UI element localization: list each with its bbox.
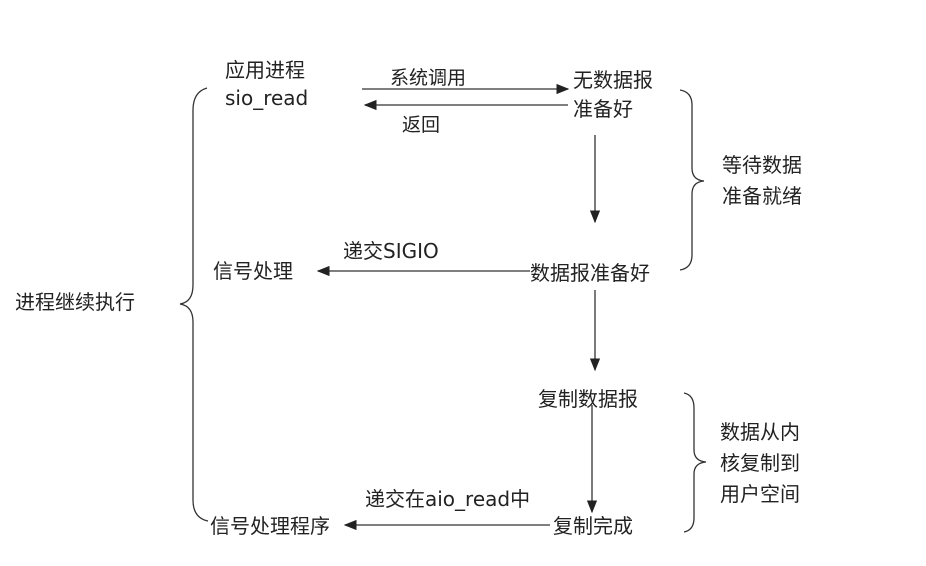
return-label: 返回 bbox=[402, 114, 441, 136]
signal-handler-program-label: 信号处理程序 bbox=[210, 514, 330, 538]
syscall-label: 系统调用 bbox=[390, 67, 467, 89]
ready-label: 准备好 bbox=[573, 97, 633, 121]
app-process-label: 应用进程 bbox=[225, 58, 305, 82]
deliver-aio-label: 递交在aio_read中 bbox=[365, 487, 531, 511]
continue-brace bbox=[179, 87, 209, 522]
copy-done-label: 复制完成 bbox=[553, 514, 633, 538]
copy-label-line1: 数据从内 bbox=[720, 420, 800, 444]
signal-handle-label: 信号处理 bbox=[213, 259, 293, 283]
deliver-sigio-label: 递交SIGIO bbox=[343, 239, 439, 263]
wait-label-line2: 准备就绪 bbox=[722, 184, 802, 208]
continue-exec-label: 进程继续执行 bbox=[15, 290, 135, 314]
sio-read-label: sio_read bbox=[225, 86, 309, 110]
copy-datagram-label: 复制数据报 bbox=[538, 387, 638, 411]
copy-label-line3: 用户空间 bbox=[720, 482, 800, 506]
no-datagram-label: 无数据报 bbox=[573, 68, 653, 92]
wait-brace bbox=[679, 89, 705, 271]
datagram-ready-label: 数据报准备好 bbox=[530, 261, 650, 285]
copy-brace bbox=[683, 392, 707, 533]
wait-label-line1: 等待数据 bbox=[722, 153, 802, 177]
copy-label-line2: 核复制到 bbox=[720, 451, 800, 475]
